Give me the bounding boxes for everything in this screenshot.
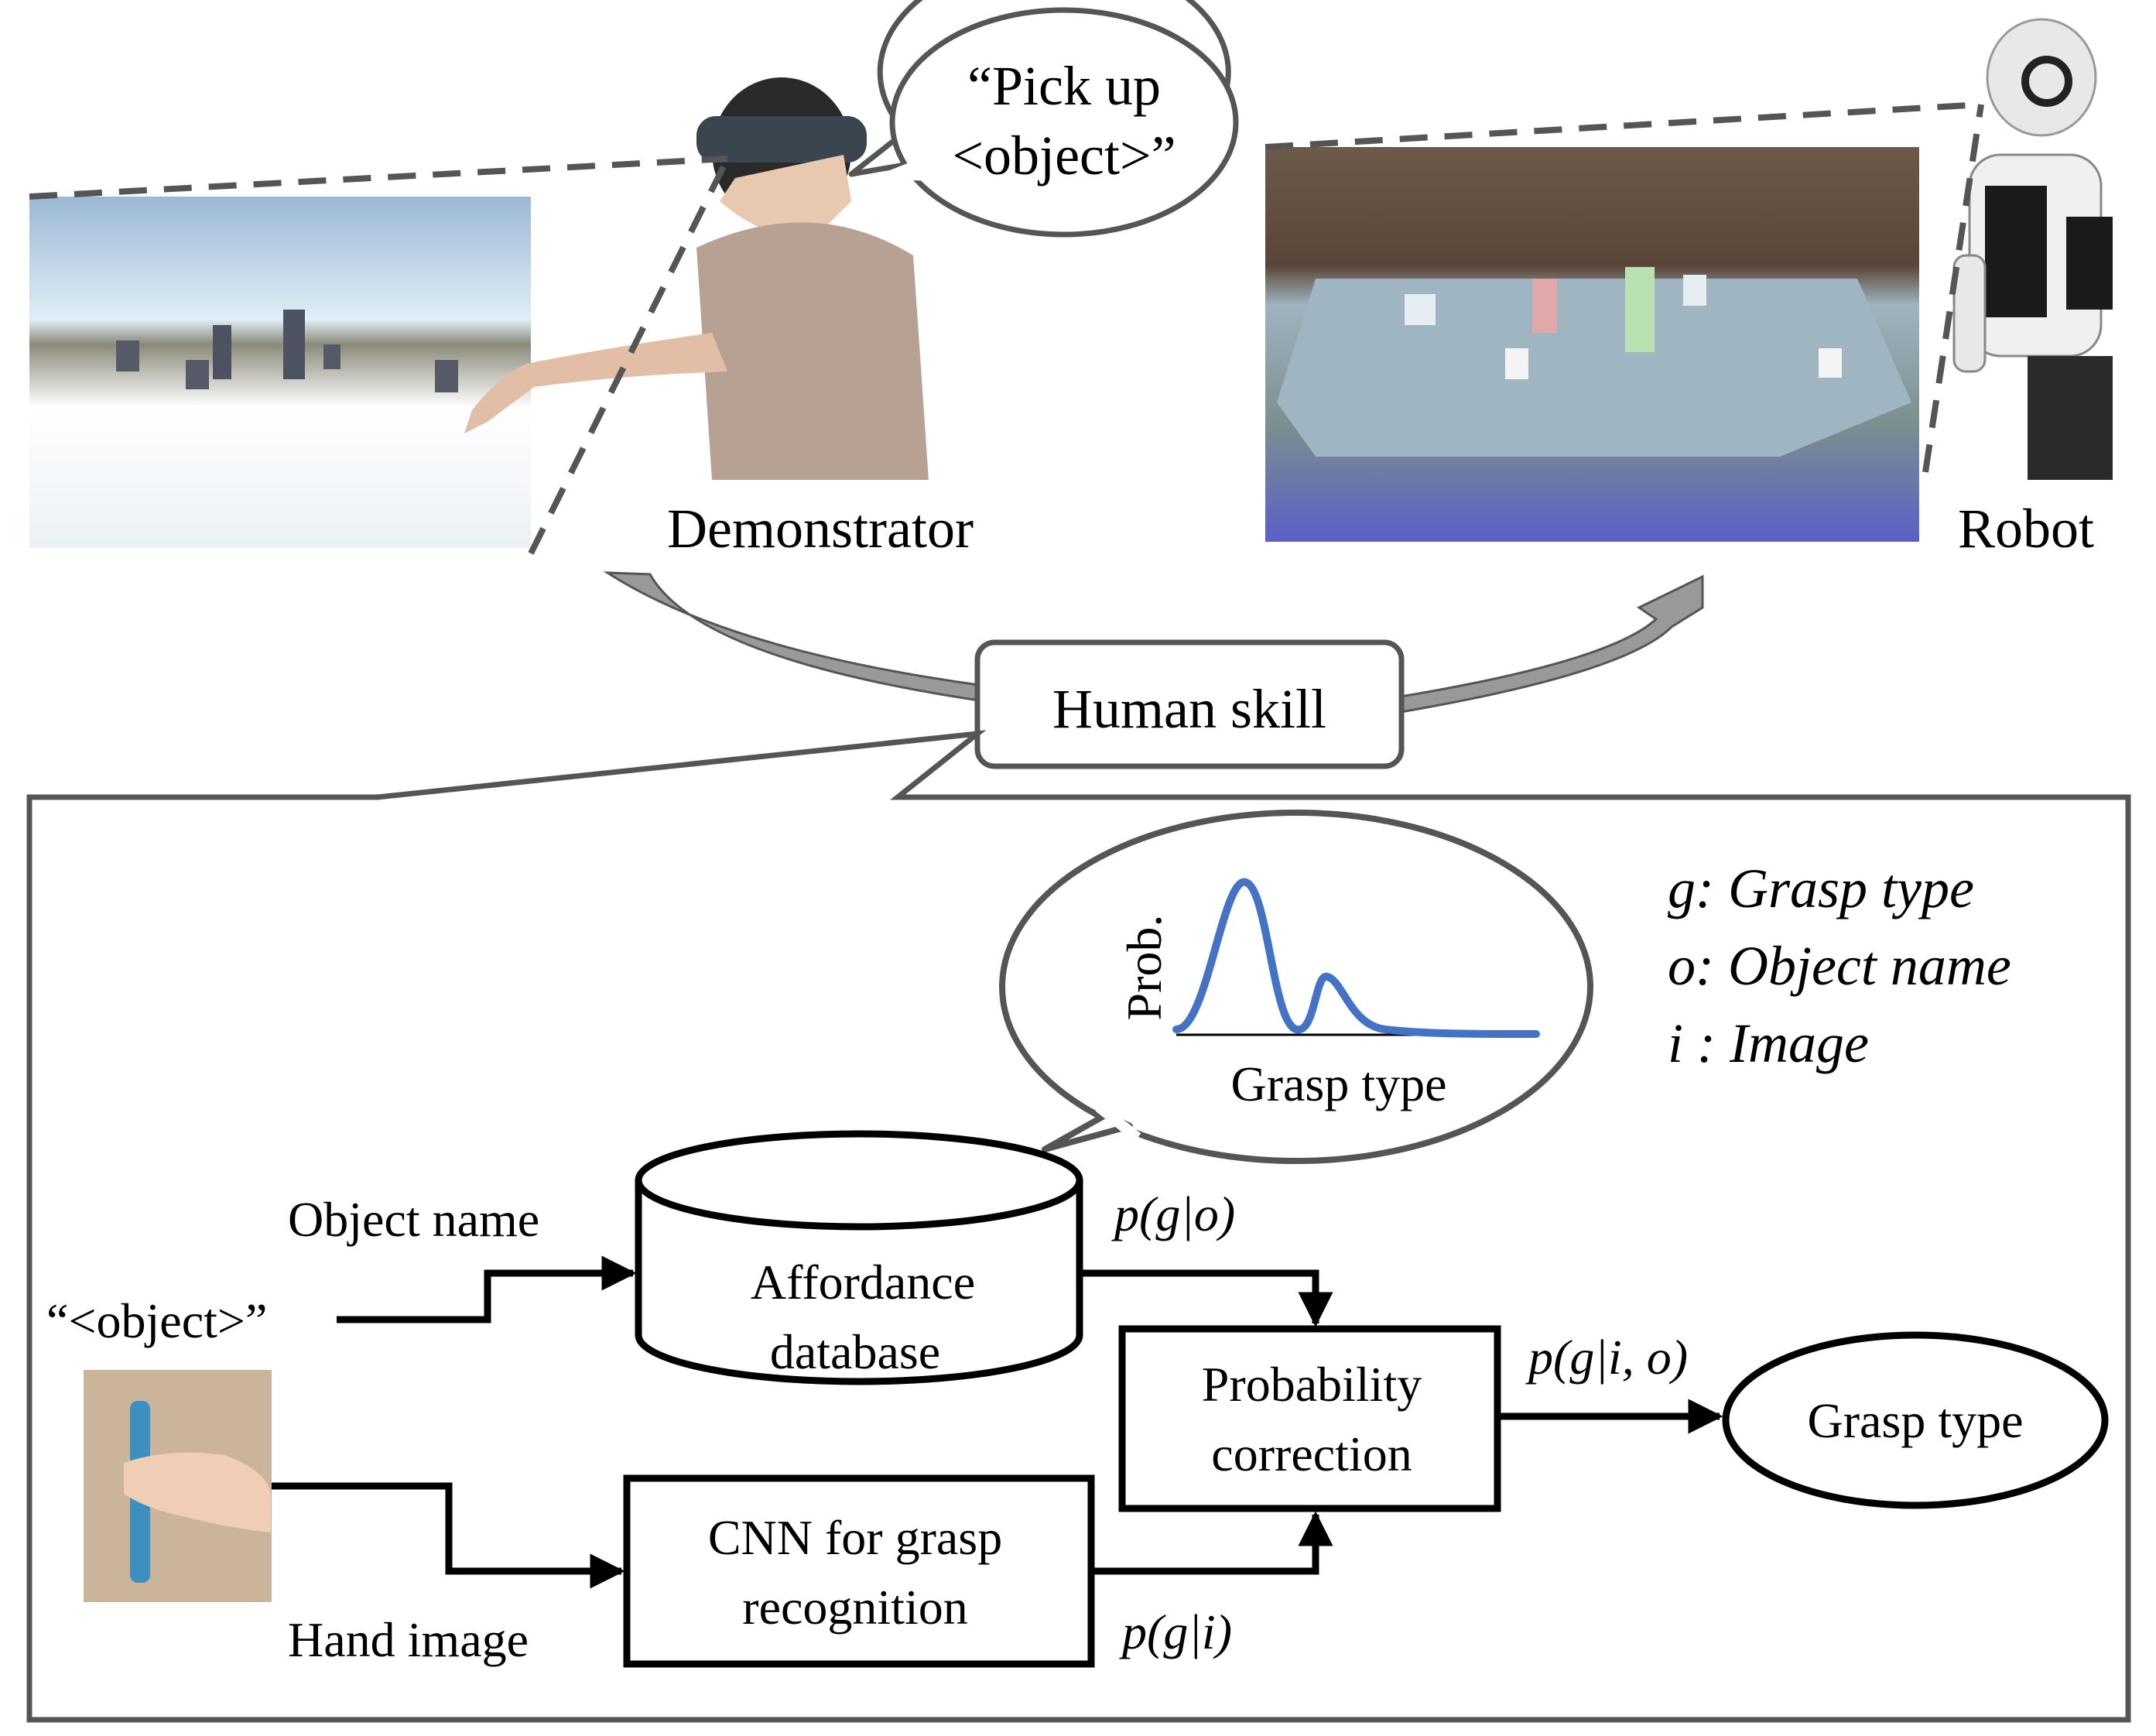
cnn-box	[623, 1474, 1095, 1668]
grasp-type-output	[1722, 1331, 2109, 1509]
legend-symbol-o: o	[1668, 935, 1696, 997]
virtual-scene-image	[29, 197, 531, 548]
svg-text:g: Grasp type: g: Grasp type	[1668, 858, 1974, 919]
hand-image	[84, 1370, 272, 1602]
legend-text-g: : Grasp type	[1696, 858, 1974, 919]
robot-view-lines	[1265, 101, 1984, 473]
detail-frame	[26, 730, 2131, 1723]
flow-connectors	[271, 1255, 1723, 1589]
svg-text:o: Object name: o: Object name	[1668, 935, 2011, 997]
legend-text-o: : Object name	[1696, 935, 2011, 997]
probability-correction-box	[1118, 1325, 1501, 1512]
demonstrator-view-lines	[29, 156, 731, 555]
svg-text:i : Image: i : Image	[1668, 1012, 1869, 1074]
probability-bubble	[999, 810, 1593, 1164]
p-g-i-label: p(g|i)	[1119, 1604, 1232, 1659]
legend-symbol-i: i	[1668, 1012, 1683, 1074]
cnn-label-line1: CNN for grasp	[708, 1510, 1002, 1565]
legend-symbol-g: g	[1668, 858, 1696, 919]
p-g-o-label: p(g|o)	[1111, 1186, 1235, 1241]
plot-ylabel: Prob.	[1117, 915, 1172, 1021]
human-skill-box	[974, 639, 1405, 769]
affordance-database	[635, 1130, 1083, 1385]
legend-text-i: : Image	[1683, 1012, 1869, 1074]
human-skill-label: Human skill	[1052, 678, 1326, 740]
object-name-label: Object name	[288, 1192, 539, 1247]
correction-label-line2: correction	[1211, 1426, 1412, 1481]
speech-text-line2: <object>”	[952, 125, 1176, 187]
p-g-io-label: p(g|i, o)	[1525, 1330, 1688, 1385]
real-scene-image	[1265, 147, 1919, 542]
database-label-line2: database	[770, 1324, 940, 1379]
speech-bubble	[848, 0, 1239, 238]
robot-label: Robot	[1958, 498, 2094, 560]
legend: g: Grasp type o: Object name i : Image	[1668, 858, 2011, 1074]
plot-xlabel: Grasp type	[1230, 1056, 1446, 1111]
cnn-label-line2: recognition	[742, 1580, 967, 1635]
object-input-label: “<object>”	[46, 1293, 267, 1348]
correction-label-line1: Probability	[1202, 1357, 1422, 1412]
probability-curve	[1172, 878, 1540, 1038]
demonstrator-figure	[464, 77, 929, 480]
demonstrator-label: Demonstrator	[667, 498, 974, 560]
output-label: Grasp type	[1807, 1393, 2023, 1448]
hand-image-label: Hand image	[288, 1612, 529, 1667]
database-label-line1: Affordance	[751, 1255, 975, 1310]
robot-figure	[1952, 18, 2113, 480]
speech-text-line1: “Pick up	[967, 55, 1161, 117]
